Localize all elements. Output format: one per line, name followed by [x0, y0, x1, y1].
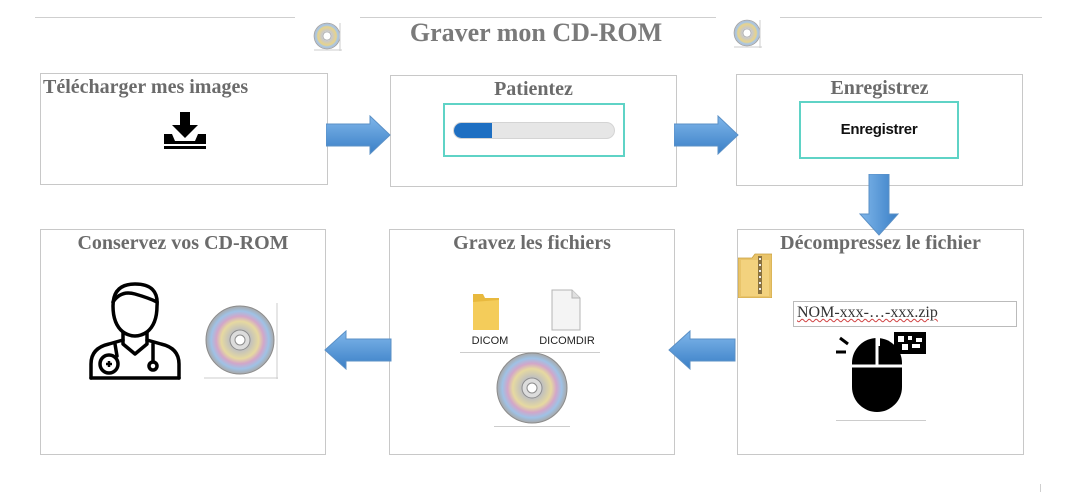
- save-button-frame: Enregistrer: [799, 101, 959, 159]
- cd-icon: [204, 303, 278, 379]
- step-wait: Patientez: [390, 75, 677, 187]
- arrow-right-icon: [674, 115, 739, 155]
- step-decompress: Décompressez le fichier NOM-xxx-…-xxx.zi…: [737, 229, 1024, 455]
- header-rule-right: [780, 17, 1042, 18]
- step-title: Conservez vos CD-ROM: [77, 232, 289, 254]
- step-download: Télécharger mes images: [40, 73, 328, 185]
- file-label-dicomdir: DICOMDIR: [539, 335, 595, 347]
- header-rule-middle: [360, 17, 716, 18]
- folder-icon: [473, 294, 499, 330]
- header-rule-left: [35, 17, 295, 18]
- divider: [494, 426, 570, 427]
- step-title: Décompressez le fichier: [780, 232, 981, 254]
- progress-bar: [453, 122, 615, 139]
- divider: [836, 420, 926, 421]
- file-label-dicom: DICOM: [471, 335, 509, 347]
- arrow-left-icon: [324, 330, 392, 370]
- doctor-icon: [89, 282, 181, 380]
- divider: [460, 352, 600, 353]
- step-title: Gravez les fichiers: [453, 232, 611, 254]
- page-title: Graver mon CD-ROM: [409, 18, 663, 47]
- arrow-down-icon: [859, 174, 899, 236]
- step-title: Patientez: [494, 78, 573, 100]
- filename-field: NOM-xxx-…-xxx.zip: [793, 301, 1017, 327]
- cd-icon: [733, 19, 762, 48]
- save-button[interactable]: Enregistrer: [840, 121, 918, 138]
- zip-folder-icon: [738, 253, 772, 298]
- filename-text: NOM-xxx-…-xxx.zip: [797, 304, 938, 321]
- cd-icon: [496, 352, 568, 424]
- mouse-click-icon: [836, 330, 926, 412]
- progress-fill: [454, 123, 493, 138]
- download-tray-icon: [164, 112, 206, 149]
- step-title: Télécharger mes images: [43, 76, 249, 98]
- step-title: Enregistrez: [830, 77, 929, 99]
- arrow-right-icon: [326, 115, 391, 155]
- step-burn: Gravez les fichiers DICOM DICOMDIR: [389, 229, 675, 455]
- step-keep: Conservez vos CD-ROM: [40, 229, 326, 455]
- progress-frame: [443, 103, 625, 157]
- arrow-left-icon: [668, 330, 736, 370]
- step-save: Enregistrez Enregistrer: [736, 74, 1023, 186]
- cd-icon: [313, 22, 342, 51]
- file-icon: [551, 289, 581, 331]
- corner-mark: [1040, 484, 1041, 492]
